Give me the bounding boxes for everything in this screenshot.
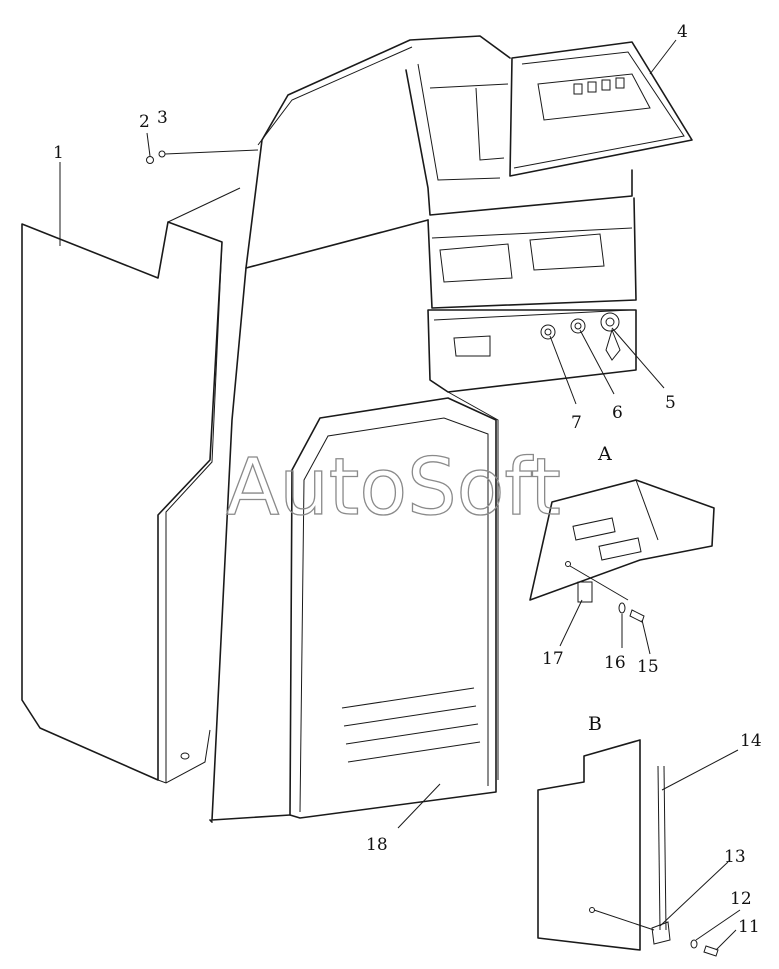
switch-group — [540, 312, 621, 361]
part-label-15: 15 — [637, 657, 659, 677]
front-door-panel-part-18 — [289, 397, 497, 819]
detail-label-a: A — [597, 443, 612, 465]
instrument-cluster-part-4 — [509, 41, 693, 177]
part-label-5: 5 — [665, 393, 676, 413]
part-label-4: 4 — [677, 22, 688, 42]
part-label-7: 7 — [571, 413, 582, 433]
detail-label-b: B — [588, 713, 602, 735]
left-side-panel — [21, 187, 241, 784]
part-label-1: 1 — [53, 143, 64, 163]
screw-part-2 — [146, 132, 154, 164]
part-label-3: 3 — [157, 108, 168, 128]
console-body — [209, 35, 637, 823]
part-number-labels: 1 2 3 4 5 6 7 11 12 13 14 15 16 17 18 — [53, 22, 762, 937]
part-label-6: 6 — [612, 403, 623, 423]
detail-b-plate — [537, 739, 719, 957]
part-label-11: 11 — [738, 917, 760, 937]
part-label-16: 16 — [604, 653, 626, 673]
part-label-18: 18 — [366, 835, 388, 855]
part-label-14: 14 — [740, 731, 762, 751]
washer-part-3 — [158, 149, 259, 158]
leader-lines — [59, 39, 741, 951]
part-label-12: 12 — [730, 889, 752, 909]
ignition-key — [605, 328, 621, 361]
part-label-2: 2 — [139, 112, 150, 132]
watermark-text: AutoSoft — [226, 443, 561, 533]
detail-a-bracket — [529, 479, 715, 623]
part-label-13: 13 — [724, 847, 746, 867]
part-label-17: 17 — [542, 649, 564, 669]
